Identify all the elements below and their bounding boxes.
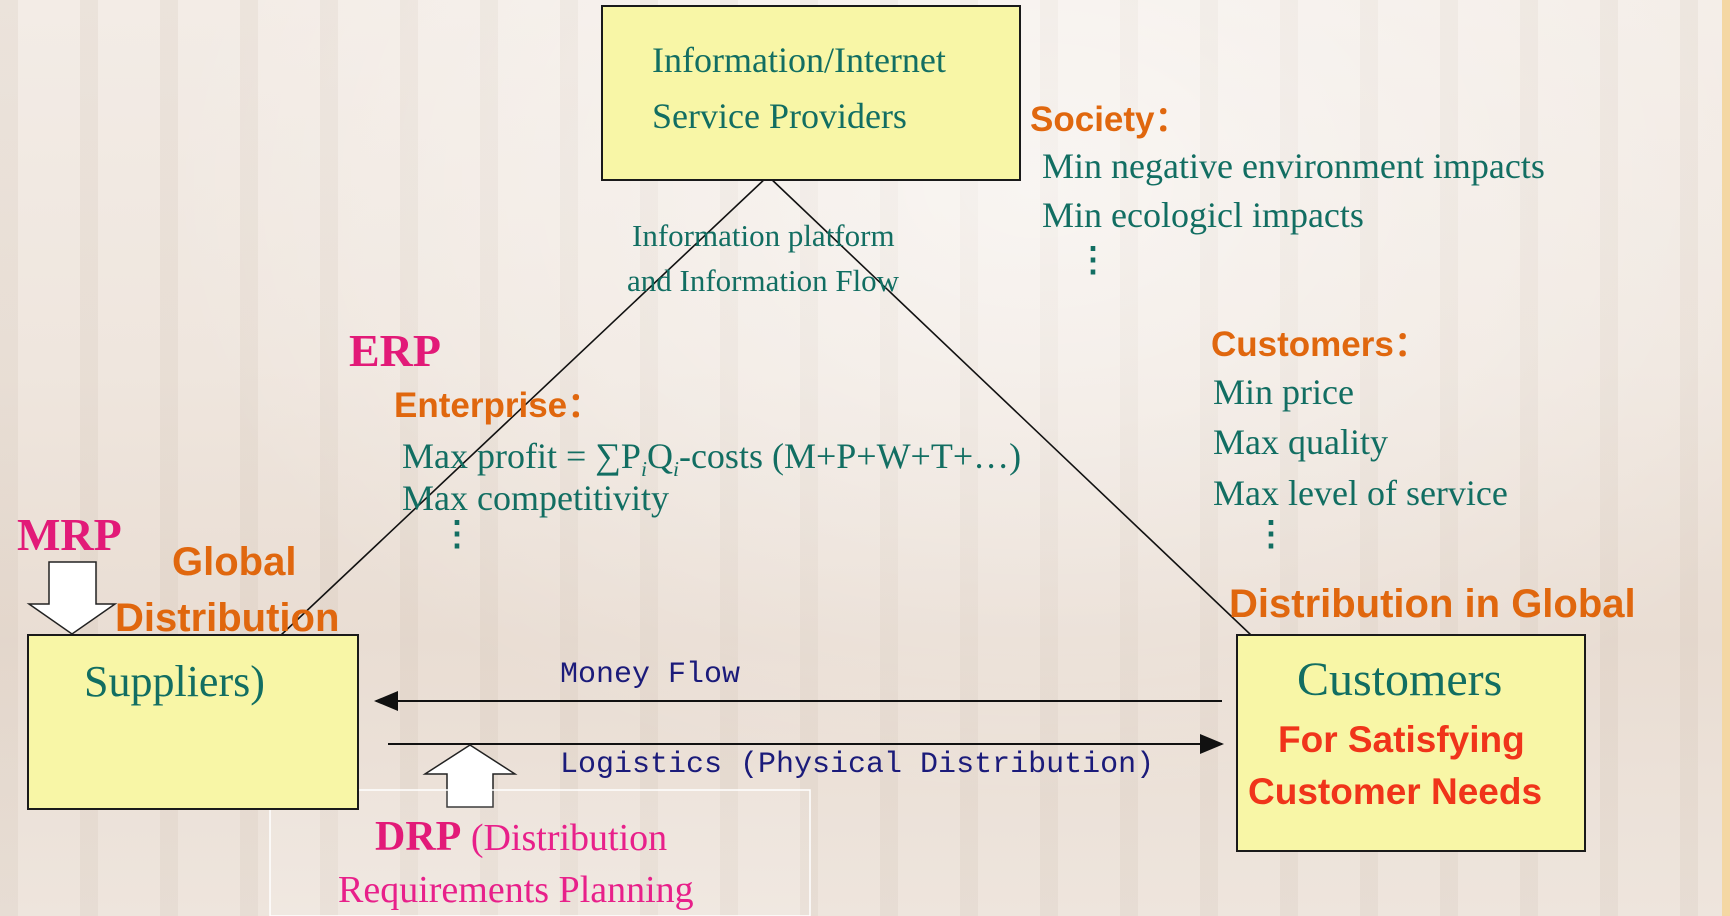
customers-box [1236, 634, 1586, 852]
society-ellipsis: ⋮ [1076, 242, 1110, 279]
enterprise-heading: Enterprise： [394, 386, 603, 425]
drp-rest: (Distribution [461, 817, 668, 859]
global-distribution-line2: Distribution [115, 596, 340, 640]
distribution-in-global: Distribution in Global [1229, 582, 1636, 626]
society-heading: Society： [1030, 100, 1190, 139]
global-distribution-line1: Global [172, 540, 297, 584]
service-providers-box [601, 5, 1021, 181]
info-flow-line1: Information platform [632, 218, 895, 253]
enterprise-profit: Max profit = ∑PiQi-costs (M+P+W+T+…) [402, 436, 1022, 482]
enterprise-ellipsis: ⋮ [440, 516, 474, 553]
mrp-down-arrow [26, 561, 118, 635]
society-item-2: Min ecologicl impacts [1042, 195, 1364, 235]
drp-bold: DRP [375, 814, 462, 860]
drp-line1: DRP (Distribution [375, 816, 667, 858]
triangle-left-side [279, 175, 769, 637]
money-flow-label: Money Flow [560, 658, 741, 692]
suppliers-box [27, 634, 359, 810]
mrp-label: MRP [17, 509, 122, 560]
service-providers-line1: Information/Internet [652, 40, 946, 80]
service-providers-line2: Service Providers [652, 96, 907, 136]
customers-box-label: Customers [1297, 653, 1503, 706]
society-item-1: Min negative environment impacts [1042, 146, 1545, 186]
customers-item-3: Max level of service [1213, 473, 1508, 513]
suppliers-label: Suppliers) [84, 657, 265, 706]
drp-frame [269, 789, 811, 916]
erp-label: ERP [349, 325, 441, 376]
drp-line2: Requirements Planning [338, 869, 694, 911]
customers-box-sub2: Customer Needs [1248, 771, 1543, 812]
customers-item-2: Max quality [1213, 422, 1388, 462]
info-flow-line2: and Information Flow [627, 263, 900, 298]
customers-box-sub1: For Satisfying [1278, 719, 1525, 760]
triangle-right-side [767, 175, 1253, 637]
drp-up-arrow [422, 744, 518, 808]
customers-item-1: Min price [1213, 372, 1354, 412]
right-edge-strip [1722, 0, 1730, 916]
customers-heading: Customers： [1211, 325, 1429, 364]
logistics-flow-label: Logistics (Physical Distribution) [560, 748, 1155, 782]
customers-ellipsis: ⋮ [1254, 516, 1288, 553]
enterprise-competitivity: Max competitivity [402, 478, 669, 518]
